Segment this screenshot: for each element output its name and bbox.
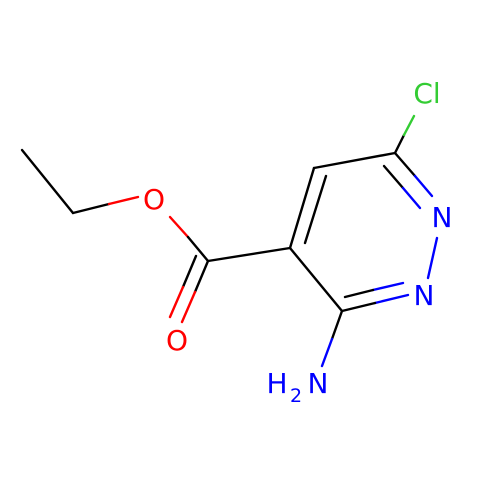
bond-c5-c6 bbox=[312, 151, 397, 170]
bond-c3-c4 bbox=[288, 246, 344, 313]
atom-nh2-h: H bbox=[266, 367, 287, 400]
bond-cc-o-double-2-red bbox=[168, 285, 185, 319]
bond-c6-n1-inner bbox=[382, 164, 405, 190]
bond-c4-c5 bbox=[288, 166, 316, 250]
bond-c3-nh2 bbox=[330, 309, 344, 341]
bond-n2-c3-inner bbox=[371, 281, 405, 292]
bond-cc-c4 bbox=[206, 246, 292, 263]
bond-n1-n2 bbox=[426, 236, 439, 280]
bond-c4-c5-inner bbox=[303, 174, 328, 245]
bond-n2-c3 bbox=[373, 293, 410, 305]
bond-c6-n1-inner-blue bbox=[401, 186, 422, 210]
bond-o-ccarbonyl bbox=[186, 235, 210, 263]
bond-cc-o-double-1-red bbox=[180, 290, 197, 324]
bond-cc-o-double-2 bbox=[181, 254, 198, 289]
bond-c6-n1 bbox=[393, 151, 417, 178]
atom-n1: N bbox=[432, 201, 453, 234]
atom-labels: Cl N N O O H 2 N bbox=[143, 77, 453, 407]
bond-c6-cl-green bbox=[402, 114, 416, 137]
bond-ch2-o bbox=[71, 202, 111, 215]
bonds bbox=[20, 114, 439, 368]
bond-ch2-o-red bbox=[107, 195, 140, 206]
bond-n2-c3-inner-b bbox=[343, 288, 375, 299]
bond-cc-o-double-1 bbox=[193, 259, 210, 294]
atom-nh2: H 2 N bbox=[266, 367, 328, 407]
atom-o-carbonyl: O bbox=[166, 324, 188, 357]
bond-c6-n1-blue bbox=[413, 174, 434, 198]
bond-o-ccarbonyl-red bbox=[168, 215, 190, 239]
atom-nh2-n: N bbox=[308, 367, 329, 400]
atom-n2: N bbox=[414, 279, 435, 312]
bond-c3-nh2-blue bbox=[320, 337, 334, 368]
atom-nh2-subscript: 2 bbox=[290, 385, 302, 407]
bond-n2-c3-b bbox=[340, 301, 377, 313]
bond-c6-cl bbox=[393, 133, 406, 155]
atom-o-ester: O bbox=[143, 183, 165, 216]
bond-ch3-ch2 bbox=[20, 148, 75, 215]
atom-cl: Cl bbox=[413, 77, 440, 110]
